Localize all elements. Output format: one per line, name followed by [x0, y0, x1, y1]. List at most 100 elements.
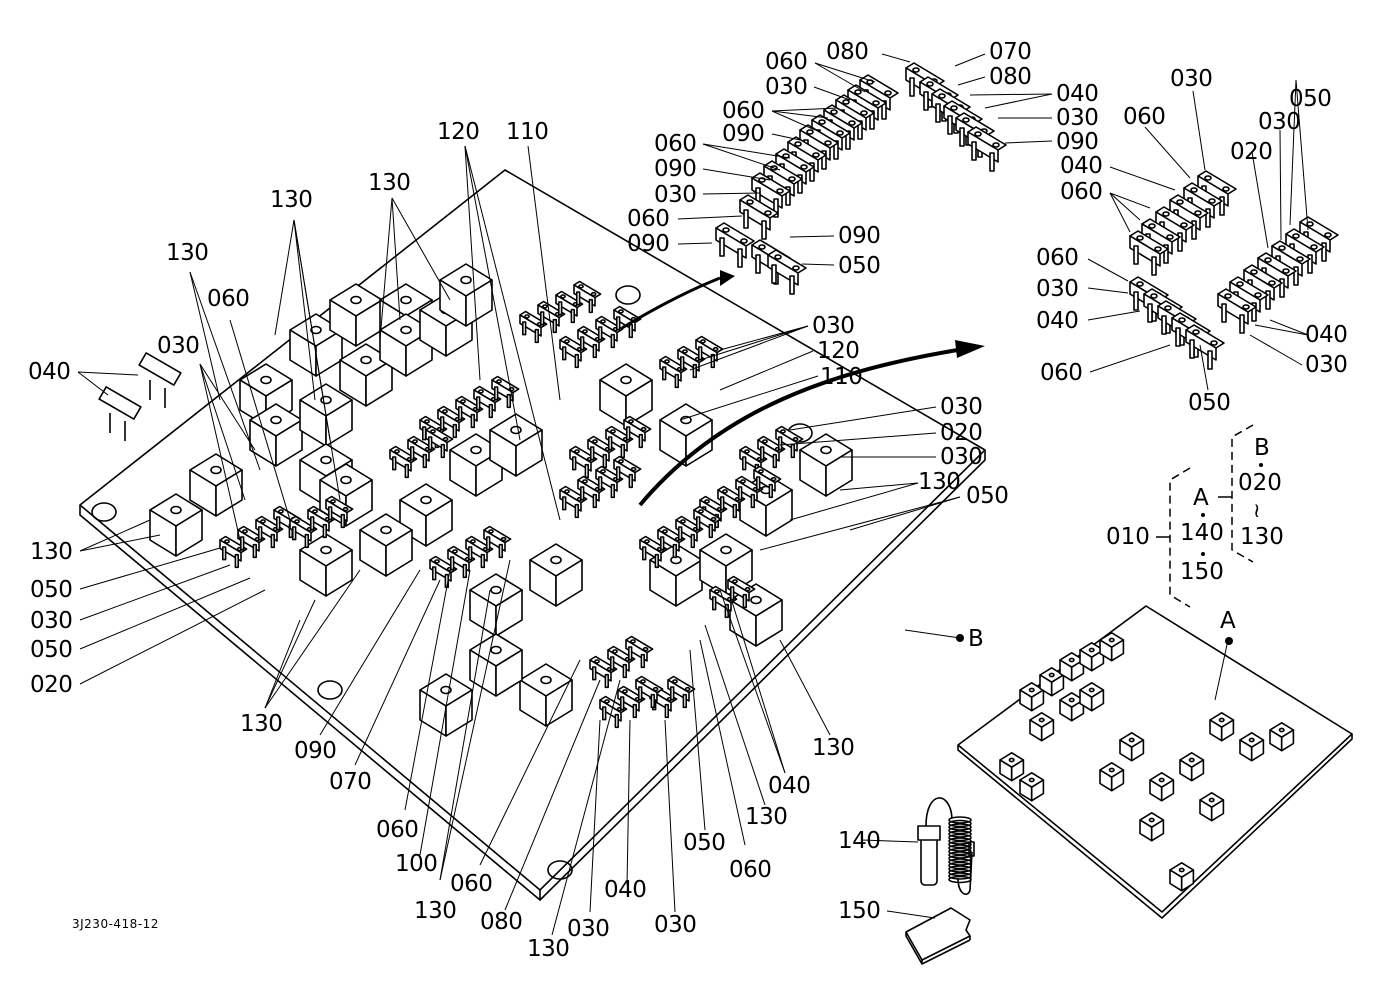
callout-030: 030	[940, 394, 983, 420]
relay	[1169, 861, 1195, 892]
fuse	[635, 675, 664, 709]
callout-030: 030	[1258, 109, 1301, 135]
legend-assembly-number: 010	[1106, 524, 1150, 550]
explode-arrow-right	[638, 346, 971, 507]
callout-110: 110	[506, 119, 549, 145]
fuse	[237, 525, 266, 559]
sensor-part-140	[917, 797, 975, 895]
callout-050: 050	[30, 577, 73, 603]
legend-group-a-item: 140	[1180, 520, 1224, 546]
callout-030: 030	[812, 313, 855, 339]
explode-arrow-upper	[621, 276, 721, 330]
relay	[469, 633, 523, 697]
callout-030: 030	[765, 74, 808, 100]
callout-020: 020	[30, 672, 73, 698]
relay	[599, 363, 653, 427]
callout-020: 020	[1230, 139, 1273, 165]
callout-090: 090	[294, 738, 337, 764]
callout-030: 030	[654, 912, 697, 938]
relay	[399, 483, 453, 547]
fuse	[967, 126, 1007, 172]
fuse-group	[219, 280, 804, 729]
fuse	[255, 515, 284, 549]
relay	[1079, 681, 1105, 712]
callout-030: 030	[1170, 66, 1213, 92]
callout-050: 050	[838, 253, 881, 279]
relay	[1119, 731, 1145, 762]
callout-090: 090	[1056, 129, 1099, 155]
relay-group	[149, 263, 853, 737]
callout-060: 060	[765, 49, 808, 75]
fuse	[483, 525, 512, 559]
relay	[1239, 731, 1265, 762]
relay	[419, 673, 473, 737]
legend-group-a-letter: A	[1193, 485, 1209, 511]
fuse	[1243, 264, 1283, 310]
fuse	[595, 465, 624, 499]
callout-060: 060	[729, 857, 772, 883]
legend-dot	[1201, 552, 1205, 556]
fuse	[675, 515, 704, 549]
fuse	[437, 405, 466, 439]
relay	[1139, 811, 1165, 842]
fuse	[1129, 230, 1169, 276]
fuse	[407, 435, 436, 469]
callout-120: 120	[437, 119, 480, 145]
main-board	[79, 169, 986, 901]
drawing-number: 3J230-418-12	[72, 917, 159, 931]
fuse	[587, 435, 616, 469]
fuse	[667, 675, 696, 709]
callout-090: 090	[722, 121, 765, 147]
callout-080: 080	[480, 909, 523, 935]
callout-060: 060	[1040, 360, 1083, 386]
callout-130: 130	[918, 469, 961, 495]
fuse	[775, 425, 804, 459]
relay	[1019, 771, 1045, 802]
callout-050: 050	[30, 637, 73, 663]
callout-150: 150	[838, 898, 881, 924]
callout-030: 030	[940, 444, 983, 470]
fuse	[537, 300, 566, 334]
callout-130: 130	[812, 735, 855, 761]
relay	[1059, 651, 1085, 682]
fuse	[325, 495, 354, 529]
callout-030: 030	[1056, 105, 1099, 131]
relay	[289, 313, 343, 377]
callout-060: 060	[1123, 104, 1166, 130]
relay	[359, 513, 413, 577]
fuse	[559, 335, 588, 369]
reference-a: A	[1220, 608, 1236, 634]
callout-100: 100	[395, 851, 438, 877]
callout-090: 090	[627, 231, 670, 257]
fuse	[613, 455, 642, 489]
fuse	[607, 645, 636, 679]
callout-030: 030	[157, 333, 200, 359]
relay	[1019, 681, 1045, 712]
relay	[339, 343, 393, 407]
callout-130: 130	[368, 170, 411, 196]
fuse	[473, 385, 502, 419]
callout-060: 060	[1036, 245, 1079, 271]
fuse	[625, 635, 654, 669]
fuse	[605, 425, 634, 459]
callout-030: 030	[567, 916, 610, 942]
callout-030: 030	[654, 182, 697, 208]
callout-130: 130	[745, 804, 788, 830]
callout-060: 060	[654, 131, 697, 157]
fuse	[447, 545, 476, 579]
callout-040: 040	[1056, 81, 1099, 107]
legend-group-a-item: 150	[1180, 559, 1224, 585]
relay	[1029, 711, 1055, 742]
relay	[439, 263, 493, 327]
right-fuse-strip	[1129, 170, 1339, 370]
callout-050: 050	[966, 483, 1009, 509]
callout-090: 090	[654, 156, 697, 182]
callout-030: 030	[1036, 276, 1079, 302]
callout-030: 030	[1305, 352, 1348, 378]
callout-080: 080	[826, 39, 869, 65]
fuse	[1285, 228, 1325, 274]
callout-050: 050	[683, 830, 726, 856]
relay	[1199, 791, 1225, 822]
fuse	[1217, 288, 1257, 334]
fuse	[573, 280, 602, 314]
